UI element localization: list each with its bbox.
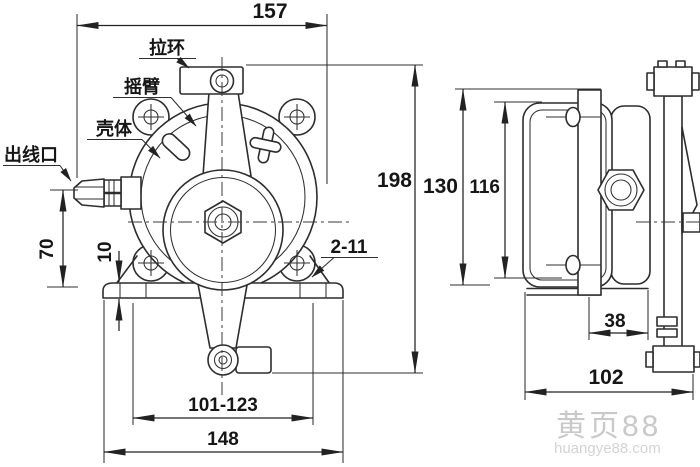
watermark-brand: 黄页88 xyxy=(556,410,661,443)
keyhole-slot xyxy=(161,133,191,161)
wire-outlet-label: 出线口 xyxy=(4,144,58,165)
dim-overall-height-label: 198 xyxy=(377,169,412,192)
annotations-front: 157 198 70 10 101-123 148 拉环 摇臂 壳体 xyxy=(3,0,423,463)
gland-collar xyxy=(120,176,142,210)
pull-ring-block-top xyxy=(653,66,693,97)
pull-ring-label: 拉环 xyxy=(149,37,185,58)
mount-mark-top-left xyxy=(138,104,164,130)
mount-mark-bottom-left xyxy=(138,250,164,276)
dim-base-thickness-label: 10 xyxy=(95,241,116,262)
mount-holes-leader xyxy=(311,257,335,278)
mount-mark-bottom-right xyxy=(284,250,310,276)
foot-right xyxy=(237,282,344,299)
pull-ring-block-bottom xyxy=(652,345,695,373)
dim-outlet-height-label: 70 xyxy=(37,238,58,259)
pull-ring-leader xyxy=(176,56,190,69)
side-view xyxy=(522,60,700,373)
cross-slot xyxy=(249,126,282,164)
mounting-plate xyxy=(577,89,602,296)
dim-case-height-label: 116 xyxy=(469,177,500,198)
dim-lever-offset-label: 38 xyxy=(604,311,625,332)
dim-overall-depth-label: 102 xyxy=(588,366,623,389)
screw-bottom xyxy=(565,254,581,276)
wire-outlet-leader xyxy=(59,165,72,182)
rocker-arm-leader xyxy=(170,97,197,127)
lower-tab xyxy=(235,346,272,374)
dim-hole-spacing-label: 101-123 xyxy=(188,395,258,416)
watermark: 黄页88 huangye88.com xyxy=(554,410,661,457)
housing-leader xyxy=(141,139,161,159)
mount-mark-top-right xyxy=(284,104,310,130)
screw-top xyxy=(565,106,581,128)
gland-side xyxy=(597,169,645,211)
rocker-arm-label: 摇臂 xyxy=(124,76,160,97)
dim-overall-width-label: 157 xyxy=(252,0,287,23)
watermark-site: huangye88.com xyxy=(554,440,661,457)
foot-left xyxy=(102,282,209,299)
dim-base-width-label: 148 xyxy=(207,429,239,450)
lower-pivot xyxy=(207,344,239,376)
housing-label: 壳体 xyxy=(95,118,133,139)
front-view xyxy=(73,57,350,395)
annotations-side: 130 116 38 102 xyxy=(423,88,694,400)
mount-holes-label: 2-11 xyxy=(331,237,368,258)
gland-nut xyxy=(73,178,105,208)
dim-bracket-height-label: 130 xyxy=(423,175,458,198)
